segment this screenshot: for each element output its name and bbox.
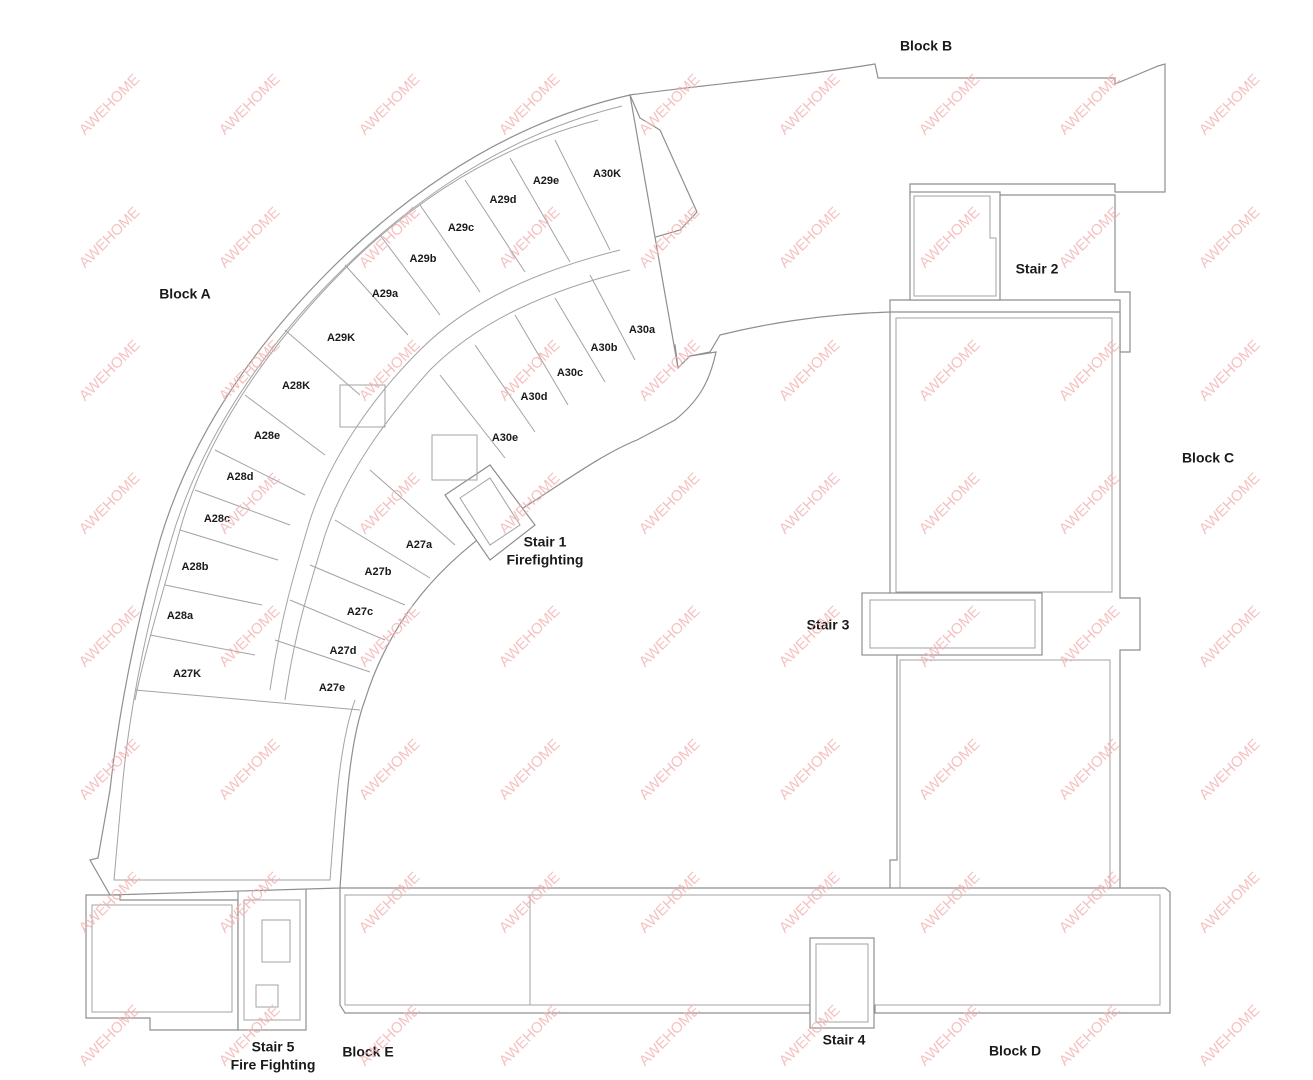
watermark-text: AWEHOME: [496, 736, 564, 804]
room-label: A28d: [227, 471, 254, 483]
stair-labels: Stair 1 Firefighting Stair 2 Stair 3 Sta…: [231, 261, 1059, 1073]
room-label: A30e: [492, 432, 518, 444]
room-label: A28e: [254, 430, 280, 442]
block-c-label: Block C: [1182, 450, 1234, 466]
watermark-text: AWEHOME: [1196, 71, 1264, 139]
watermark-text: AWEHOME: [776, 736, 844, 804]
stair-1-outline: [339, 384, 536, 561]
stair-4-label: Stair 4: [823, 1032, 866, 1048]
watermark-text: AWEHOME: [76, 470, 144, 538]
block-b-label: Block B: [900, 38, 952, 54]
block-a-outline: [89, 94, 717, 896]
room-label: A29b: [410, 253, 437, 265]
block-d-outline: [339, 887, 1171, 1014]
stair-5-label: Stair 5: [252, 1039, 295, 1055]
room-label: A28c: [204, 513, 230, 525]
watermark-text: AWEHOME: [776, 337, 844, 405]
room-label: A30d: [521, 391, 548, 403]
watermark-text: AWEHOME: [356, 71, 424, 139]
room-label: A29d: [490, 194, 517, 206]
block-labels: Block B Block A Block C Block D Block E: [159, 38, 1234, 1060]
block-d-label: Block D: [989, 1043, 1041, 1059]
room-labels: A30K A29e A29d A29c A29b A29a A29K A28K …: [167, 168, 656, 694]
watermark-text: AWEHOME: [776, 470, 844, 538]
watermark-text: AWEHOME: [356, 736, 424, 804]
block-e-label: Block E: [342, 1044, 393, 1060]
corridor-walls: [269, 249, 631, 701]
watermark-text: AWEHOME: [496, 603, 564, 671]
watermark-text: AWEHOME: [1196, 603, 1264, 671]
stair-1-label: Stair 1: [524, 534, 567, 550]
watermark-text: AWEHOME: [1196, 337, 1264, 405]
room-label: A27K: [173, 668, 201, 680]
watermark-text: AWEHOME: [1196, 736, 1264, 804]
watermark-text: AWEHOME: [76, 337, 144, 405]
stair-2-outline: [909, 191, 1001, 301]
room-label: A29K: [327, 332, 355, 344]
stair-1-sublabel: Firefighting: [507, 552, 584, 568]
watermark-text: AWEHOME: [76, 71, 144, 139]
watermark-text: AWEHOME: [1196, 470, 1264, 538]
room-label: A30K: [593, 168, 621, 180]
room-label: A30b: [591, 342, 618, 354]
room-label: A28K: [282, 380, 310, 392]
watermark-text: AWEHOME: [636, 736, 704, 804]
room-label: A28a: [167, 610, 194, 622]
watermark-text: AWEHOME: [216, 71, 284, 139]
stair-4-outline: [809, 937, 875, 1029]
stair-5-outline: [237, 879, 307, 1031]
room-label: A30a: [629, 324, 656, 336]
watermark-text: AWEHOME: [1196, 204, 1264, 272]
stair-3-outline: [861, 592, 1043, 656]
stair-5-sublabel: Fire Fighting: [231, 1057, 316, 1073]
room-label: A28b: [182, 561, 209, 573]
watermark-text: AWEHOME: [636, 470, 704, 538]
watermark-text: AWEHOME: [76, 204, 144, 272]
watermark-text: AWEHOME: [636, 603, 704, 671]
room-label: A30c: [557, 367, 583, 379]
room-label: A29c: [448, 222, 474, 234]
room-label: A27b: [365, 566, 392, 578]
room-label: A29e: [533, 175, 559, 187]
room-label: A27a: [406, 539, 433, 551]
block-a-partitions: [134, 139, 636, 711]
watermark-text: AWEHOME: [216, 204, 284, 272]
watermark-text: AWEHOME: [776, 603, 844, 671]
stair-3-label: Stair 3: [807, 617, 850, 633]
room-label: A27c: [347, 606, 373, 618]
watermark-text: AWEHOME: [1196, 869, 1264, 937]
watermark-text: AWEHOME: [1196, 1002, 1264, 1070]
block-b-outline: [627, 63, 1166, 370]
room-label: A29a: [372, 288, 399, 300]
room-label: A27d: [330, 645, 357, 657]
room-label: A27e: [319, 682, 345, 694]
block-a-label: Block A: [159, 286, 211, 302]
stair-2-label: Stair 2: [1016, 261, 1059, 277]
